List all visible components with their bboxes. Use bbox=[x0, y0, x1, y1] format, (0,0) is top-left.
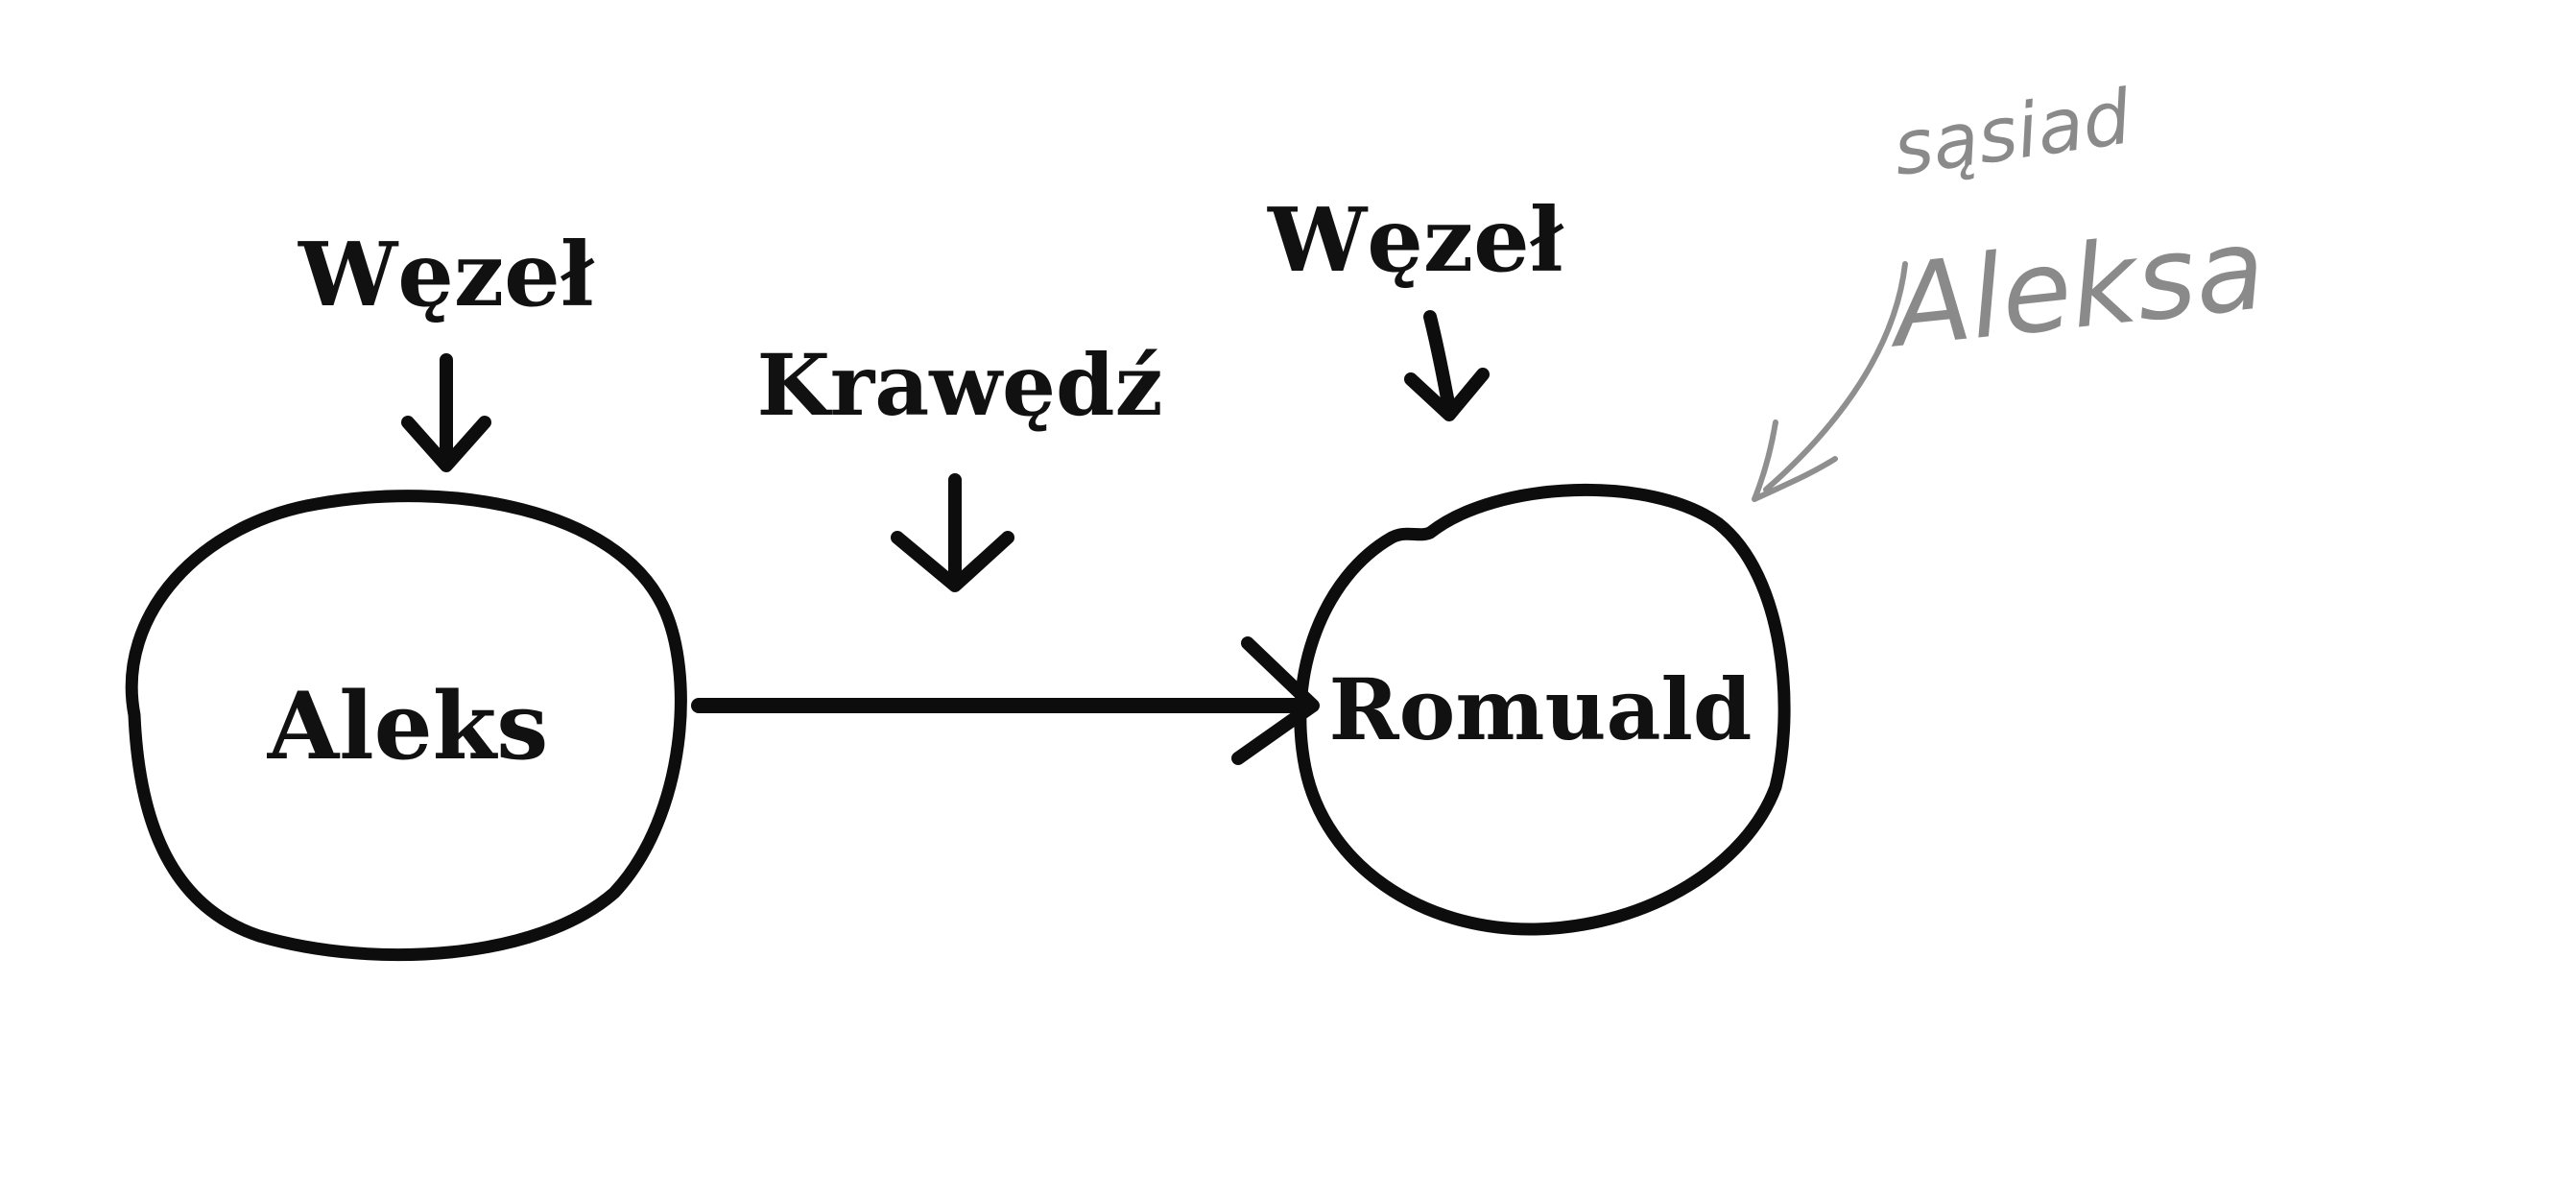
handwritten-note-line2: Aleksa bbox=[1879, 202, 2270, 373]
node-romuald-circle bbox=[1294, 483, 1791, 936]
handwritten-note-arrow bbox=[1752, 261, 1908, 502]
right-node-down-arrow bbox=[1404, 310, 1490, 421]
edge-down-arrow bbox=[891, 473, 1014, 592]
handwritten-note: sąsiad Aleksa bbox=[1752, 74, 2271, 502]
node-romuald-label: Romuald bbox=[1329, 659, 1753, 759]
node-aleks-label: Aleks bbox=[267, 672, 549, 780]
edge-aleks-romuald bbox=[691, 636, 1320, 765]
left-node-down-arrow bbox=[401, 353, 491, 472]
annotation-right-node: Węzeł bbox=[1267, 188, 1564, 421]
node-aleks-circle bbox=[125, 490, 687, 962]
edge-annotation-label: Krawędź bbox=[756, 335, 1162, 435]
annotation-left-node: Węzeł bbox=[298, 223, 595, 472]
handwritten-note-line1: sąsiad bbox=[1888, 74, 2136, 193]
node-aleks: Aleks bbox=[125, 490, 687, 962]
edge-arrowhead bbox=[1231, 636, 1320, 765]
node-romuald: Romuald bbox=[1294, 483, 1791, 936]
right-node-annotation-label: Węzeł bbox=[1267, 188, 1564, 292]
left-node-annotation-label: Węzeł bbox=[298, 223, 595, 326]
annotation-edge: Krawędź bbox=[756, 335, 1163, 592]
